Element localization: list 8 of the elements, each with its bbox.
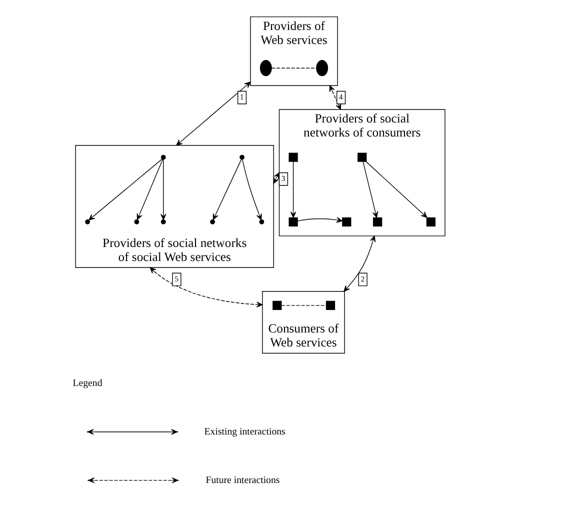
edge-label: 1 [240,92,244,102]
edge-label: 2 [360,274,365,284]
label: Legend [72,378,102,390]
edge-label: 5 [174,274,178,284]
edge-label: 4 [338,92,343,102]
edge-label: 3 [281,174,286,184]
legend-label: Existing interactions [204,426,286,438]
legend-label: Future interactions [206,474,280,486]
